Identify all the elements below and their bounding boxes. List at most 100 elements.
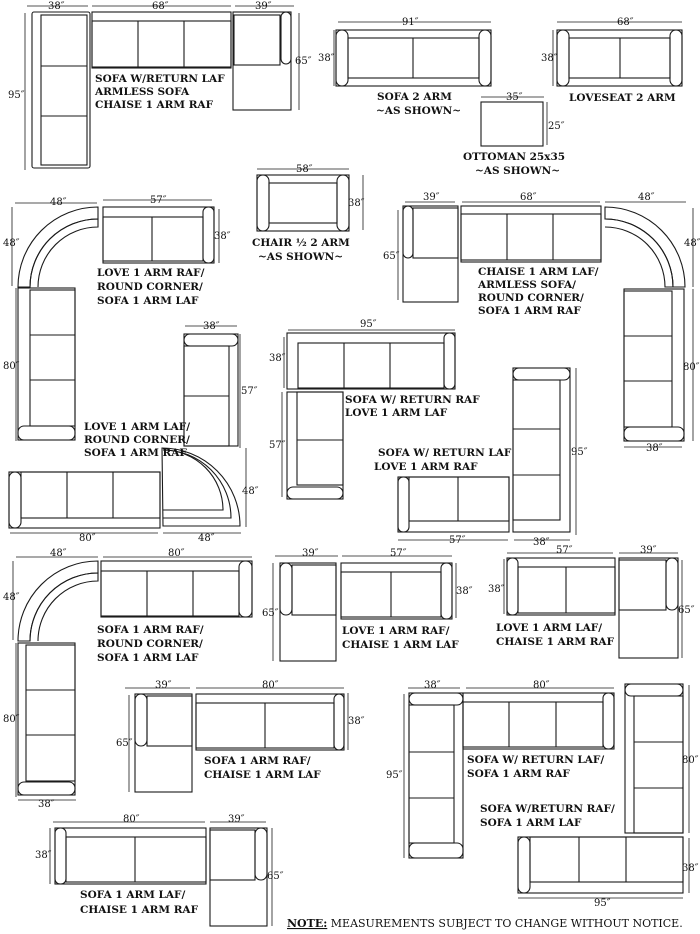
- dim-label: 38″: [318, 53, 335, 64]
- config-label: ARMLESS SOFA/: [477, 279, 576, 291]
- config-label: ARMLESS SOFA: [94, 86, 190, 98]
- dim-label: 38″: [682, 863, 699, 874]
- config-label: LOVE 1 ARM LAF/: [84, 421, 190, 433]
- dim-label: 38″: [35, 850, 52, 861]
- config-label: SOFA 1 ARM LAF: [97, 652, 199, 664]
- config-label: LOVE 1 ARM LAF: [345, 407, 448, 419]
- dim-label: 48″: [242, 486, 259, 497]
- dim-label: 80″: [683, 362, 700, 373]
- dim-label: 95″: [594, 898, 611, 909]
- dim-label: 38″: [646, 443, 663, 454]
- dim-label: 38″: [456, 586, 473, 597]
- dim-label: 38″: [203, 321, 220, 332]
- disclaimer-note: NOTE: MEASUREMENTS SUBJECT TO CHANGE WIT…: [287, 917, 683, 930]
- config-love-chaise-right: 57″ 39″ 38″ 65″ LOVE 1 ARM LAF/ CHAISE 1…: [488, 545, 695, 659]
- dim-label: 68″: [152, 1, 169, 12]
- config-label: SOFA W/ RETURN LAF/: [467, 754, 604, 766]
- config-label: SOFA W/ RETURN RAF: [345, 394, 480, 406]
- config-ottoman: 35″ 25″ OTTOMAN 25x35 ~AS SHOWN~: [463, 92, 565, 177]
- config-love-corner-sofa-left: 48″ 48″ 57″ 38″ 80″ LOVE 1 ARM RAF/ ROUN…: [3, 195, 231, 441]
- config-label: LOVESEAT 2 ARM: [569, 92, 676, 104]
- config-label: SOFA 1 ARM LAF/: [80, 889, 185, 901]
- dim-label: 57″: [556, 545, 573, 556]
- dim-label: 38″: [348, 198, 365, 209]
- config-loveseat-2-arm: 68″ 38″ LOVESEAT 2 ARM: [541, 17, 683, 104]
- dim-label: 48″: [50, 548, 67, 559]
- dim-label: 39″: [423, 192, 440, 203]
- dim-label: 35″: [506, 92, 523, 103]
- config-sofa-return-sofa: 38″ 80″ 95″ SOFA W/ RETURN LAF/ SOFA 1 A…: [386, 680, 699, 909]
- config-label: LOVE 1 ARM RAF/: [342, 625, 450, 637]
- note-label: NOTE:: [287, 917, 327, 930]
- dim-label: 65″: [262, 608, 279, 619]
- config-label: SOFA 2 ARM: [377, 91, 452, 103]
- dim-label: 39″: [640, 545, 657, 556]
- config-label: ROUND CORNER/: [478, 292, 584, 304]
- dim-label: 48″: [198, 533, 215, 544]
- dim-label: 68″: [520, 192, 537, 203]
- config-label: ROUND CORNER/: [84, 434, 190, 446]
- config-chair-2-arm: 58″ 38″ CHAIR ½ 2 ARM ~AS SHOWN~: [252, 164, 365, 263]
- config-love-corner-sofa-right: 38″ 57″ 80″ 48″ 48″ LOVE 1 ARM LAF/ ROUN…: [8, 321, 259, 544]
- dim-label: 65″: [383, 251, 400, 262]
- config-label: SOFA 1 ARM RAF: [467, 768, 570, 780]
- config-label: LOVE 1 ARM RAF/: [97, 267, 205, 279]
- config-label: CHAISE 1 ARM LAF/: [478, 266, 599, 278]
- config-sofa-return-love-right: 95″ 57″ 38″ SOFA W/ RETURN LAF LOVE 1 AR…: [374, 367, 588, 548]
- dim-label: 80″: [168, 548, 185, 559]
- config-label: SOFA 1 ARM RAF/: [204, 755, 311, 767]
- dim-label: 25″: [548, 121, 565, 132]
- dim-label: 80″: [3, 361, 20, 372]
- config-label: SOFA W/ RETURN LAF: [378, 447, 512, 459]
- config-sofa-return-armless-chaise: 38″ 68″ 39″ 95″ 65″ SOFA W/RETURN LAF AR…: [8, 1, 312, 170]
- dim-label: 58″: [296, 164, 313, 175]
- config-love-chaise-left: 39″ 57″ 65″ 38″ LOVE 1 ARM RAF/ CHAISE 1…: [262, 548, 473, 662]
- dim-label: 48″: [684, 238, 700, 249]
- dim-label: 38″: [269, 353, 286, 364]
- config-sofa-return-love-left: 95″ 38″ 57″ SOFA W/ RETURN RAF LOVE 1 AR…: [269, 319, 480, 500]
- config-label: CHAISE 1 ARM RAF: [496, 636, 615, 648]
- dim-label: 38″: [38, 799, 55, 810]
- config-label: ~AS SHOWN~: [376, 105, 461, 117]
- config-label: SOFA 1 ARM RAF: [84, 447, 187, 459]
- config-label: CHAISE 1 ARM RAF: [80, 904, 199, 916]
- config-label: LOVE 1 ARM RAF: [374, 461, 478, 473]
- dim-label: 38″: [214, 231, 231, 242]
- config-label: CHAISE 1 ARM LAF: [342, 639, 459, 651]
- config-label: ROUND CORNER/: [97, 281, 203, 293]
- config-label: ~AS SHOWN~: [258, 251, 343, 263]
- config-label: ~AS SHOWN~: [475, 165, 560, 177]
- config-label: SOFA 1 ARM LAF: [97, 295, 199, 307]
- dim-label: 65″: [267, 871, 284, 882]
- dim-label: 39″: [155, 680, 172, 691]
- config-label: CHAISE 1 ARM RAF: [95, 99, 214, 111]
- dim-label: 95″: [8, 90, 25, 101]
- dim-label: 38″: [348, 716, 365, 727]
- dim-label: 39″: [302, 548, 319, 559]
- config-label: SOFA 1 ARM RAF: [478, 305, 581, 317]
- dim-label: 95″: [571, 447, 588, 458]
- dim-label: 80″: [262, 680, 279, 691]
- dim-label: 91″: [402, 17, 419, 28]
- dim-label: 57″: [150, 195, 167, 206]
- dim-label: 39″: [228, 814, 245, 825]
- config-label: CHAISE 1 ARM LAF: [204, 769, 321, 781]
- config-chaise-armless-corner-sofa: 39″ 68″ 48″ 65″ 48″ 80″ 38″ CHAISE 1 ARM…: [383, 192, 700, 454]
- dim-label: 38″: [488, 584, 505, 595]
- dim-label: 48″: [3, 592, 20, 603]
- dim-label: 80″: [3, 714, 20, 725]
- dim-label: 48″: [50, 197, 67, 208]
- config-label: SOFA 1 ARM LAF: [480, 817, 582, 829]
- config-sofa-corner-sofa: 48″ 80″ 48″ 80″ 38″ SOFA 1 ARM RAF/ ROUN…: [3, 548, 253, 810]
- config-label: LOVE 1 ARM LAF/: [496, 622, 602, 634]
- dim-label: 65″: [116, 738, 133, 749]
- dim-label: 39″: [255, 1, 272, 12]
- dim-label: 57″: [390, 548, 407, 559]
- dim-label: 68″: [617, 17, 634, 28]
- dim-label: 38″: [48, 1, 65, 12]
- config-label: ROUND CORNER/: [97, 638, 203, 650]
- dim-label: 57″: [241, 386, 258, 397]
- dim-label: 65″: [295, 56, 312, 67]
- dim-label: 57″: [449, 535, 466, 546]
